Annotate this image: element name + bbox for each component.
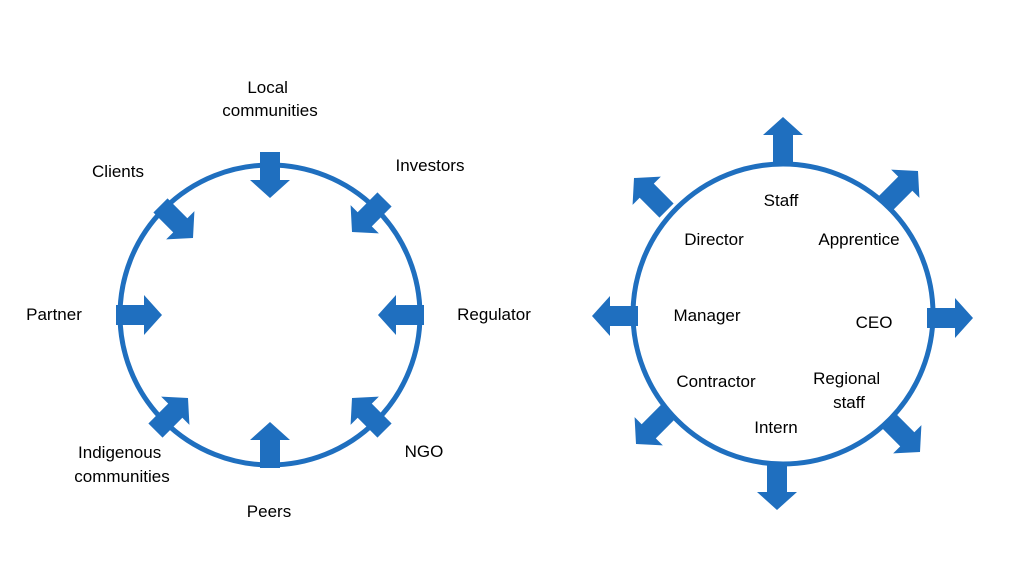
arrow-ceo [927,298,973,338]
label-regulator: Regulator [457,305,531,324]
arrow-ngo [350,396,392,438]
arrow-intern [757,464,797,510]
label-staff: Staff [764,191,799,210]
label-apprentice: Apprentice [818,230,899,249]
label-regional-staff: Regional staff [813,369,885,412]
label-ceo: CEO [856,313,893,332]
label-intern: Intern [754,418,797,437]
label-manager: Manager [673,306,740,325]
arrow-regulator [378,295,424,335]
label-investors: Investors [396,156,465,175]
arrow-regional-staff [880,412,922,454]
label-peers: Peers [247,502,291,521]
right-diagram: Staff Apprentice CEO Regional staff Inte… [592,117,973,510]
arrow-indigenous-communities [148,396,190,438]
label-director: Director [684,230,744,249]
label-local-communities: Local communities [222,78,317,120]
arrow-investors [350,192,392,234]
arrow-apprentice [878,169,920,211]
arrow-partner [116,295,162,335]
left-diagram: Local communities Investors Regulator NG… [26,78,531,521]
label-indigenous-communities: Indigenous communities [74,443,169,486]
arrow-clients [153,198,195,240]
arrow-director [632,176,674,218]
arrow-local-communities [250,152,290,198]
arrow-contractor [634,404,676,446]
label-ngo: NGO [405,442,444,461]
arrow-manager [592,296,638,336]
right-arrows [592,117,973,510]
label-partner: Partner [26,305,82,324]
label-clients: Clients [92,162,144,181]
arrow-peers [250,422,290,468]
label-contractor: Contractor [676,372,756,391]
arrow-staff [763,117,803,163]
left-arrows [116,152,424,468]
